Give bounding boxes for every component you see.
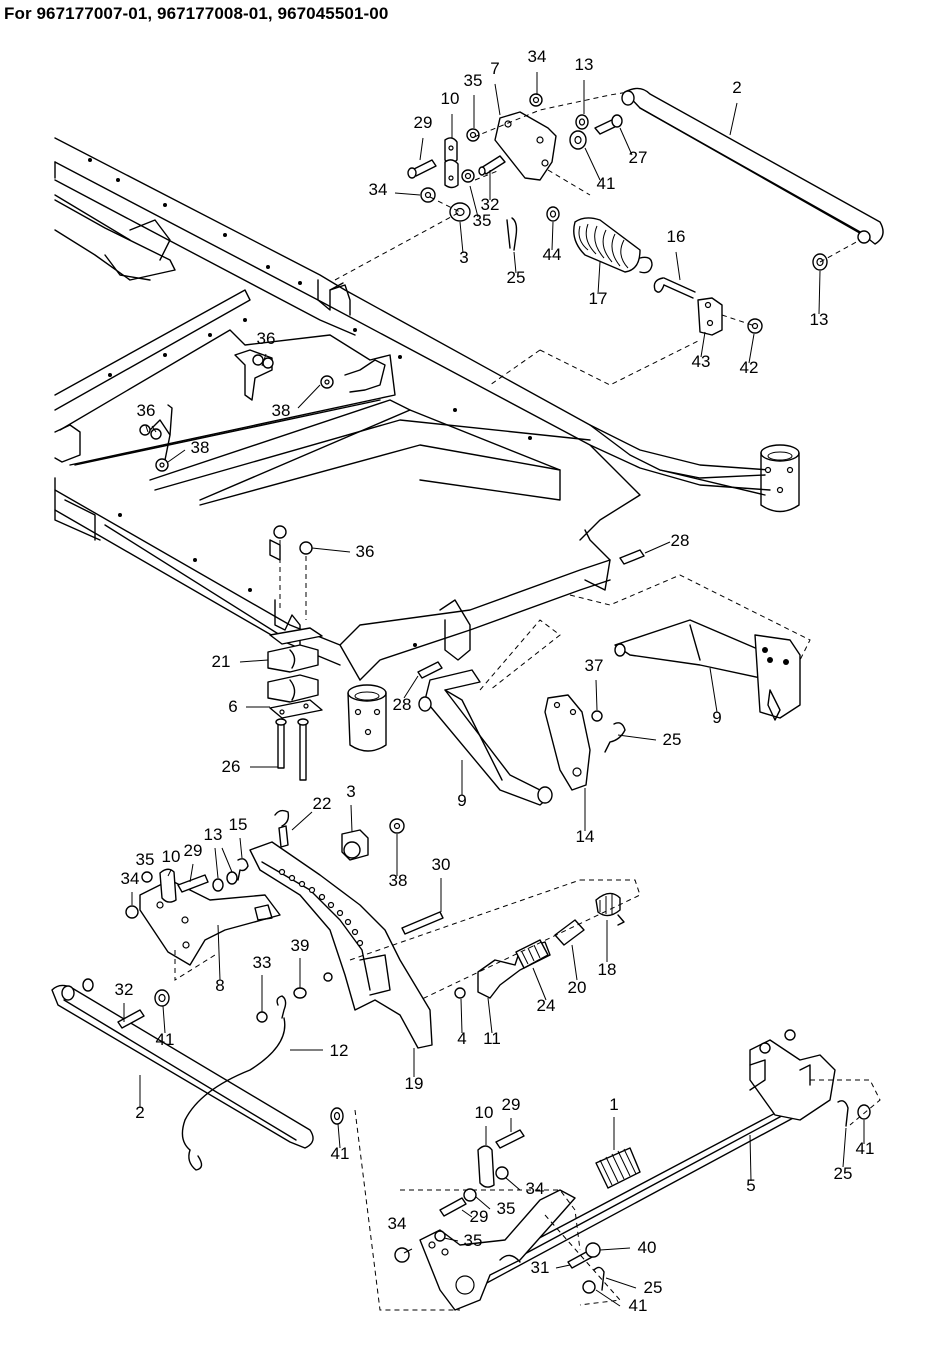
part-callout-36: 36 [137, 401, 156, 420]
part-callout-35: 35 [473, 211, 492, 230]
part-callout-32: 32 [115, 980, 134, 999]
pedal-shaft-assembly [354, 1029, 881, 1311]
part-callout-20: 20 [568, 978, 587, 997]
part-callout-2: 2 [135, 1103, 144, 1122]
part-callout-4: 4 [457, 1029, 466, 1048]
pedal-bracket-assembly [125, 809, 405, 981]
chassis-frame [54, 137, 800, 752]
part-callout-41: 41 [856, 1139, 875, 1158]
part-callout-44: 44 [543, 245, 562, 264]
pedal-arm-19 [249, 841, 433, 1049]
part-callout-10: 10 [162, 847, 181, 866]
part-callout-35: 35 [136, 850, 155, 869]
part-callout-34: 34 [369, 180, 388, 199]
part-callout-36: 36 [257, 329, 276, 348]
part-callout-29: 29 [184, 841, 203, 860]
adjuster-holes [278, 868, 364, 947]
part-callout-9: 9 [457, 791, 466, 810]
part-callout-29: 29 [414, 113, 433, 132]
page-title: For 967177007-01, 967177008-01, 96704550… [4, 4, 389, 23]
part-callout-11: 11 [483, 1029, 501, 1048]
part-callout-36: 36 [356, 542, 375, 561]
part-callout-34: 34 [388, 1214, 407, 1233]
part-callout-12: 12 [330, 1041, 349, 1060]
part-callout-38: 38 [272, 401, 291, 420]
rod-2-top [621, 87, 884, 271]
part-callout-41: 41 [629, 1296, 648, 1315]
part-callout-37: 37 [585, 656, 604, 675]
part-callout-25: 25 [644, 1278, 663, 1297]
part-callout-41: 41 [331, 1144, 350, 1163]
part-callout-35: 35 [497, 1199, 516, 1218]
part-callout-41: 41 [597, 174, 616, 193]
part-callout-3: 3 [346, 782, 355, 801]
lever-arm-9-left [418, 619, 561, 806]
spring-assembly-top [489, 206, 763, 386]
part-callout-13: 13 [810, 310, 829, 329]
part-callout-28: 28 [671, 531, 690, 550]
part-callout-39: 39 [291, 936, 310, 955]
part-callout-24: 24 [537, 996, 556, 1015]
part-callout-28: 28 [393, 695, 412, 714]
frame-hardware [139, 354, 334, 472]
part-callout-30: 30 [432, 855, 451, 874]
part-callout-5: 5 [746, 1176, 755, 1195]
part-callout-10: 10 [441, 89, 460, 108]
part-callout-16: 16 [667, 227, 686, 246]
part-callout-15: 15 [229, 815, 248, 834]
part-callout-7: 7 [490, 59, 499, 78]
part-callout-25: 25 [663, 730, 682, 749]
part-callout-13: 13 [575, 55, 594, 74]
part-callout-25: 25 [834, 1164, 853, 1183]
part-callout-43: 43 [692, 352, 711, 371]
part-callout-32: 32 [481, 195, 500, 214]
part-callout-42: 42 [740, 358, 759, 377]
part-callout-34: 34 [526, 1179, 545, 1198]
upper-linkage-assembly [334, 89, 641, 281]
part-callout-21: 21 [212, 652, 231, 671]
plate-14 [544, 694, 626, 791]
part-callout-17: 17 [589, 289, 608, 308]
axle-mount-assembly [267, 525, 323, 781]
part-callout-19: 19 [405, 1074, 424, 1093]
part-callout-2: 2 [732, 78, 741, 97]
part-callout-34: 34 [121, 869, 140, 888]
part-callout-10: 10 [475, 1103, 494, 1122]
part-callout-22: 22 [313, 794, 332, 813]
leader-lines [123, 72, 865, 1307]
part-callout-38: 38 [389, 871, 408, 890]
part-callout-27: 27 [629, 148, 648, 167]
part-callout-3: 3 [459, 248, 468, 267]
part-callout-1: 1 [609, 1095, 618, 1114]
frame-holes [88, 158, 532, 647]
part-callout-25: 25 [507, 268, 526, 287]
part-callout-18: 18 [598, 960, 617, 979]
part-callout-29: 29 [470, 1207, 489, 1226]
part-callout-13: 13 [204, 825, 223, 844]
part-callout-29: 29 [502, 1095, 521, 1114]
part-callout-40: 40 [638, 1238, 657, 1257]
adjuster-assembly [349, 879, 641, 1001]
part-callout-33: 33 [253, 953, 272, 972]
part-callout-38: 38 [191, 438, 210, 457]
part-callout-35: 35 [464, 1231, 483, 1250]
lever-arm-9-right [569, 574, 811, 721]
part-callout-8: 8 [215, 976, 224, 995]
part-callout-14: 14 [576, 827, 595, 846]
part-callout-26: 26 [222, 757, 241, 776]
part-callout-35: 35 [464, 71, 483, 90]
part-callout-34: 34 [528, 47, 547, 66]
part-callout-6: 6 [228, 697, 237, 716]
part-callout-31: 31 [531, 1258, 550, 1277]
part-callout-9: 9 [712, 708, 721, 727]
spring-17 [573, 217, 653, 274]
part-callout-41: 41 [156, 1030, 175, 1049]
rod-2-bottom [51, 978, 344, 1149]
